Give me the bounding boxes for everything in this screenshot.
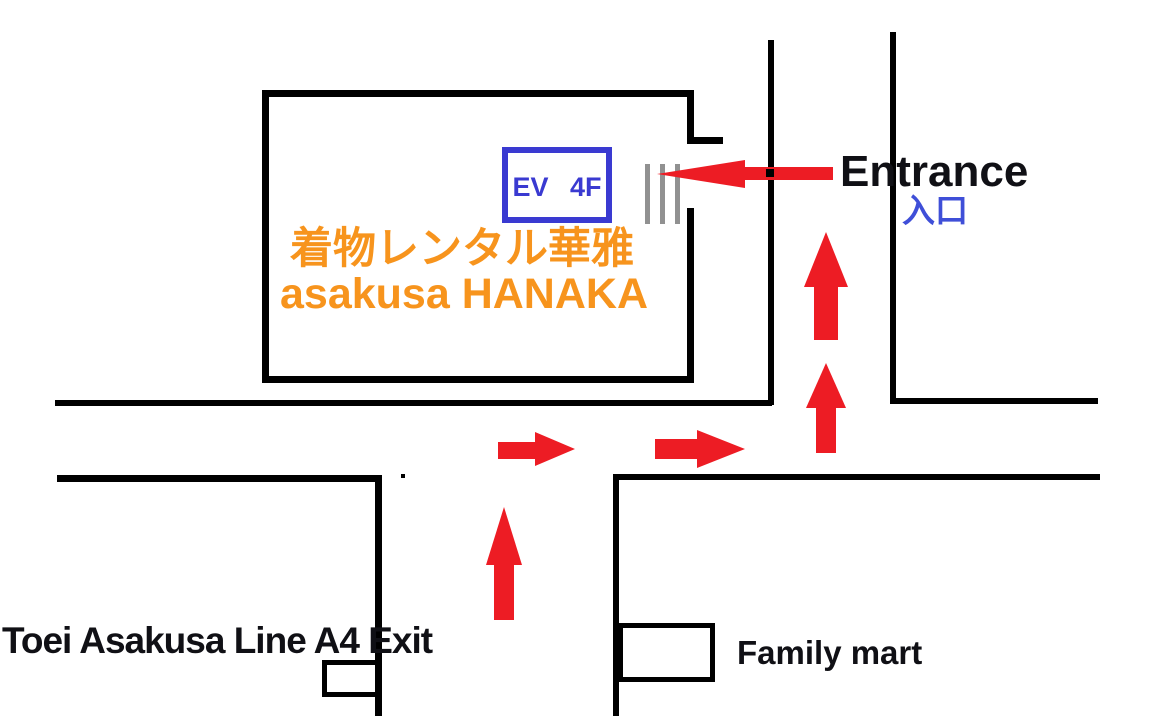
entrance-label: Entrance	[840, 147, 1029, 196]
family-mart-marker	[618, 623, 715, 682]
elevator-label: EV 4F	[512, 172, 602, 202]
family-mart-label: Family mart	[737, 634, 923, 671]
building-outline-left	[262, 90, 269, 383]
road-lower-right	[616, 474, 1100, 480]
building-outline-bottom	[262, 376, 694, 383]
road-station-street-right	[613, 474, 619, 716]
road-station-street-left	[375, 475, 382, 716]
building-outline-right-upper	[687, 90, 694, 143]
station-exit-label: Toei Asakusa Line A4 Exit	[2, 620, 433, 661]
route-up-arrow-icon	[486, 507, 522, 620]
station-exit-marker	[322, 660, 380, 697]
shop-name-english: asakusa HANAKA	[280, 270, 649, 318]
building-notch	[687, 137, 723, 144]
road-vertical-right	[890, 32, 896, 404]
road-lower-left	[57, 475, 382, 482]
stray-mark	[401, 474, 405, 478]
building-outline-top	[262, 90, 694, 97]
entrance-label-japanese: 入口	[902, 192, 968, 229]
route-right-arrow-icon	[498, 432, 575, 466]
building-outline-right-lower	[687, 208, 694, 383]
route-up-arrow-icon	[804, 232, 848, 340]
road-upper-left	[55, 400, 772, 406]
road-showthrough-dot	[766, 169, 774, 177]
entrance-steps-icon	[675, 164, 680, 224]
entrance-steps-icon	[660, 164, 665, 224]
entrance-steps-icon	[645, 164, 650, 224]
route-right-arrow-icon	[655, 429, 745, 469]
entrance-left-arrow-icon	[657, 160, 833, 188]
shop-name-japanese: 着物レンタル華雅	[290, 225, 634, 273]
elevator-box: EV 4F	[502, 147, 612, 223]
route-up-arrow-icon	[806, 363, 846, 453]
road-upper-right	[890, 398, 1098, 404]
road-vertical-left	[768, 40, 774, 405]
